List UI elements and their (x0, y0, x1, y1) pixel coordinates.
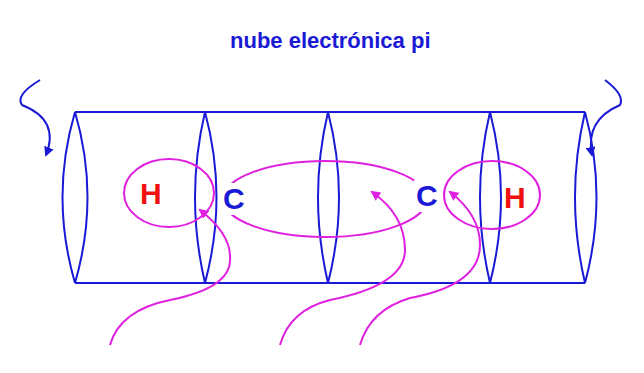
atom-symbol: C (221, 183, 247, 215)
cloud-title: nube electrónica pi (230, 30, 431, 52)
orbital-outline (443, 160, 541, 230)
atom-symbol: H (504, 183, 526, 213)
hydrogen-orbital: H (123, 158, 215, 228)
atom-symbol: H (140, 179, 162, 209)
orbital-outline (123, 158, 215, 228)
atom-symbol: C (414, 180, 440, 212)
hydrogen-orbital: H (443, 160, 541, 230)
